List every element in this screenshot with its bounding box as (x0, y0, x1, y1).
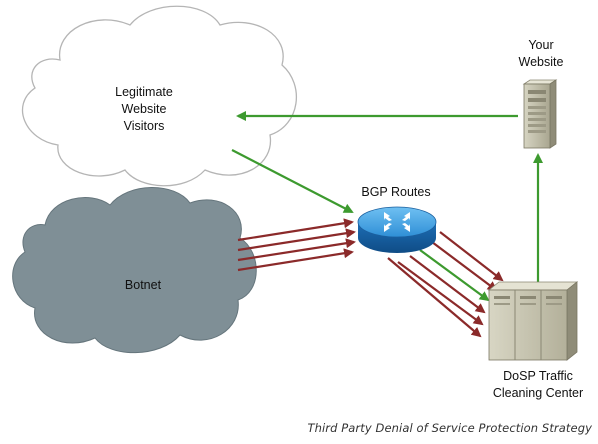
visitors-label-line3: Visitors (123, 119, 165, 133)
visitors-label: Legitimate Website Visitors (92, 84, 196, 135)
visitors-to-router-arrow (231, 149, 354, 213)
visitors-cloud (21, 5, 297, 187)
server-icon (522, 79, 558, 149)
botnet-label: Botnet (124, 278, 162, 292)
cleaning-center-icon (487, 281, 579, 361)
diagram-caption: Third Party Denial of Service Protection… (307, 421, 592, 435)
router-label: BGP Routes (361, 185, 431, 199)
cleaning-center-label-line1: DoSP Traffic (503, 369, 573, 383)
botnet-cloud (12, 187, 257, 354)
cleaning-center-label-line2: Cleaning Center (492, 386, 584, 400)
router-icon (357, 206, 437, 253)
visitors-label-line1: Legitimate (115, 85, 173, 99)
botnet-attack-arrows (237, 218, 356, 272)
website-label-line2: Website (518, 55, 564, 69)
router-to-cleaning-arrows (387, 231, 504, 338)
cleaning-center-label: DoSP Traffic Cleaning Center (478, 368, 598, 402)
website-label-line1: Your (528, 38, 554, 52)
visitors-label-line2: Website (121, 102, 167, 116)
website-label: Your Website (504, 37, 578, 71)
